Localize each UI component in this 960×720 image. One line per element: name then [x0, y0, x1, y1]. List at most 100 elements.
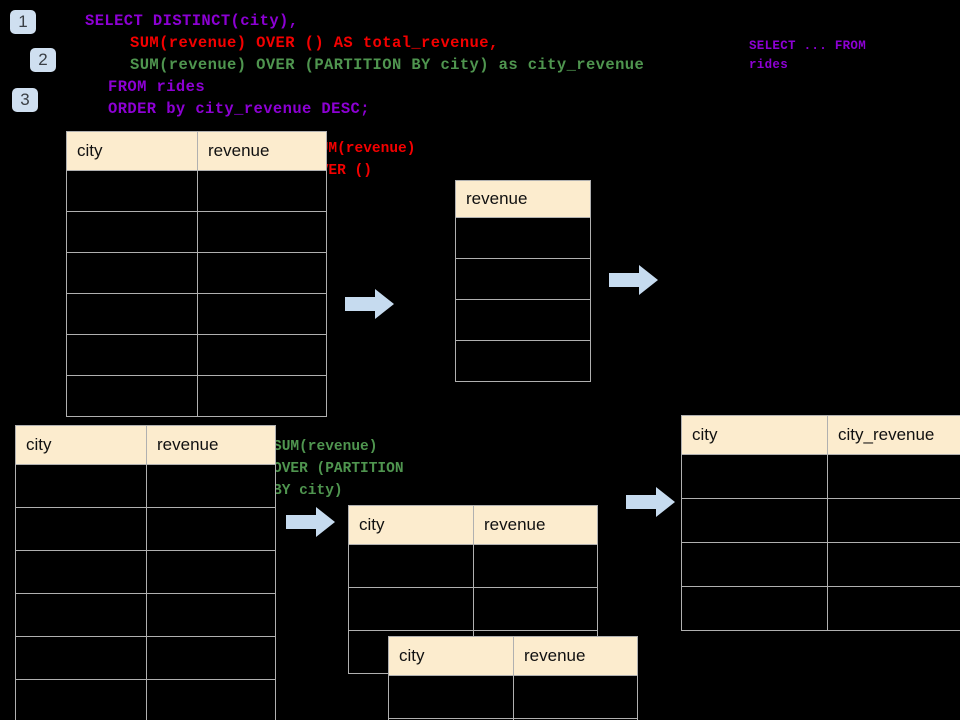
- table-row: [15, 507, 276, 551]
- table-partition-front: city revenue: [388, 636, 638, 720]
- cell-city: [15, 464, 147, 508]
- table-row: [388, 675, 638, 719]
- cell-revenue: [146, 593, 276, 637]
- cell-revenue: [473, 544, 598, 588]
- table-row: [681, 542, 960, 587]
- side-note-line-2: rides: [749, 58, 789, 72]
- cell-city: [66, 293, 198, 335]
- cell-revenue: [146, 636, 276, 680]
- column-header-revenue: revenue: [455, 180, 591, 218]
- column-header-revenue: revenue: [146, 425, 276, 465]
- annotation-city-revenue-line-1: SUM(revenue): [273, 439, 378, 455]
- step-badge-1: 1: [10, 10, 36, 34]
- cell-revenue: [197, 211, 327, 253]
- cell-revenue: [455, 299, 591, 341]
- sql-line-city-revenue: SUM(revenue) OVER (PARTITION BY city) as…: [130, 56, 645, 74]
- table-row: [15, 550, 276, 594]
- cell-city-revenue: [827, 586, 960, 631]
- table-row: [455, 217, 591, 259]
- cell-revenue: [513, 675, 638, 719]
- table-row: city revenue: [388, 636, 638, 676]
- annotation-total-revenue-line-1: SUM(revenue): [311, 141, 416, 157]
- sql-line-order-by: ORDER by city_revenue DESC;: [108, 100, 370, 118]
- table-row: [15, 679, 276, 720]
- table-row: [681, 454, 960, 499]
- cell-city: [681, 454, 828, 499]
- table-row: [681, 586, 960, 631]
- cell-city: [681, 542, 828, 587]
- arrow-partition-to-result: [626, 487, 675, 517]
- cell-revenue: [197, 375, 327, 417]
- table-row: [66, 252, 327, 294]
- sql-line-from: FROM rides: [108, 78, 206, 96]
- column-header-city: city: [681, 415, 828, 455]
- cell-city: [681, 586, 828, 631]
- table-row: [388, 718, 638, 720]
- column-header-revenue: revenue: [197, 131, 327, 171]
- table-row: [15, 636, 276, 680]
- table-row: [66, 334, 327, 376]
- column-header-revenue: revenue: [513, 636, 638, 676]
- cell-revenue: [197, 252, 327, 294]
- annotation-city-revenue-line-3: BY city): [273, 483, 343, 499]
- cell-city: [15, 636, 147, 680]
- cell-city: [15, 507, 147, 551]
- annotation-city-revenue-line-2: OVER (PARTITION: [273, 461, 404, 477]
- cell-revenue: [146, 679, 276, 720]
- table-row: [455, 299, 591, 341]
- table-row: [455, 340, 591, 382]
- cell-revenue: [455, 217, 591, 259]
- cell-revenue: [146, 464, 276, 508]
- table-row: revenue: [455, 180, 591, 218]
- column-header-revenue: revenue: [473, 505, 598, 545]
- cell-revenue: [513, 718, 638, 720]
- table-row: [15, 593, 276, 637]
- side-note-line-1: SELECT ... FROM: [749, 39, 867, 53]
- arrow-rides-to-total-revenue: [345, 289, 394, 319]
- column-header-city: city: [15, 425, 147, 465]
- cell-city: [15, 550, 147, 594]
- cell-city-revenue: [827, 542, 960, 587]
- cell-revenue: [197, 170, 327, 212]
- table-rides-bottom: city revenue: [15, 425, 276, 720]
- table-result: city city_revenue: [681, 415, 960, 631]
- table-row: [348, 587, 598, 631]
- table-row: [455, 258, 591, 300]
- table-row: city city_revenue: [681, 415, 960, 455]
- table-partition-back: city revenue: [348, 505, 598, 674]
- table-row: [15, 464, 276, 508]
- arrow-total-revenue-to-result: [609, 265, 658, 295]
- cell-city: [15, 593, 147, 637]
- cell-revenue: [146, 507, 276, 551]
- cell-city: [15, 679, 147, 720]
- column-header-city: city: [348, 505, 474, 545]
- column-header-city-revenue: city_revenue: [827, 415, 960, 455]
- cell-revenue: [473, 587, 598, 631]
- cell-city-revenue: [827, 454, 960, 499]
- cell-city: [66, 170, 198, 212]
- cell-city: [348, 544, 474, 588]
- table-row: [66, 293, 327, 335]
- cell-city: [66, 252, 198, 294]
- cell-city: [348, 587, 474, 631]
- table-total-revenue: revenue: [455, 180, 591, 382]
- table-row: [66, 211, 327, 253]
- cell-revenue: [197, 293, 327, 335]
- arrow-rides-to-partition: [286, 507, 335, 537]
- table-row: [348, 544, 598, 588]
- cell-city: [388, 675, 514, 719]
- cell-city: [66, 375, 198, 417]
- cell-revenue: [146, 550, 276, 594]
- table-row: [66, 375, 327, 417]
- cell-city: [66, 334, 198, 376]
- table-row: city revenue: [15, 425, 276, 465]
- cell-revenue: [197, 334, 327, 376]
- cell-city-revenue: [827, 498, 960, 543]
- table-row: [681, 498, 960, 543]
- column-header-city: city: [66, 131, 198, 171]
- table-row: [66, 170, 327, 212]
- cell-city: [66, 211, 198, 253]
- sql-line-total-revenue: SUM(revenue) OVER () AS total_revenue,: [130, 34, 499, 52]
- sql-line-select-distinct: SELECT DISTINCT(city),: [85, 12, 299, 30]
